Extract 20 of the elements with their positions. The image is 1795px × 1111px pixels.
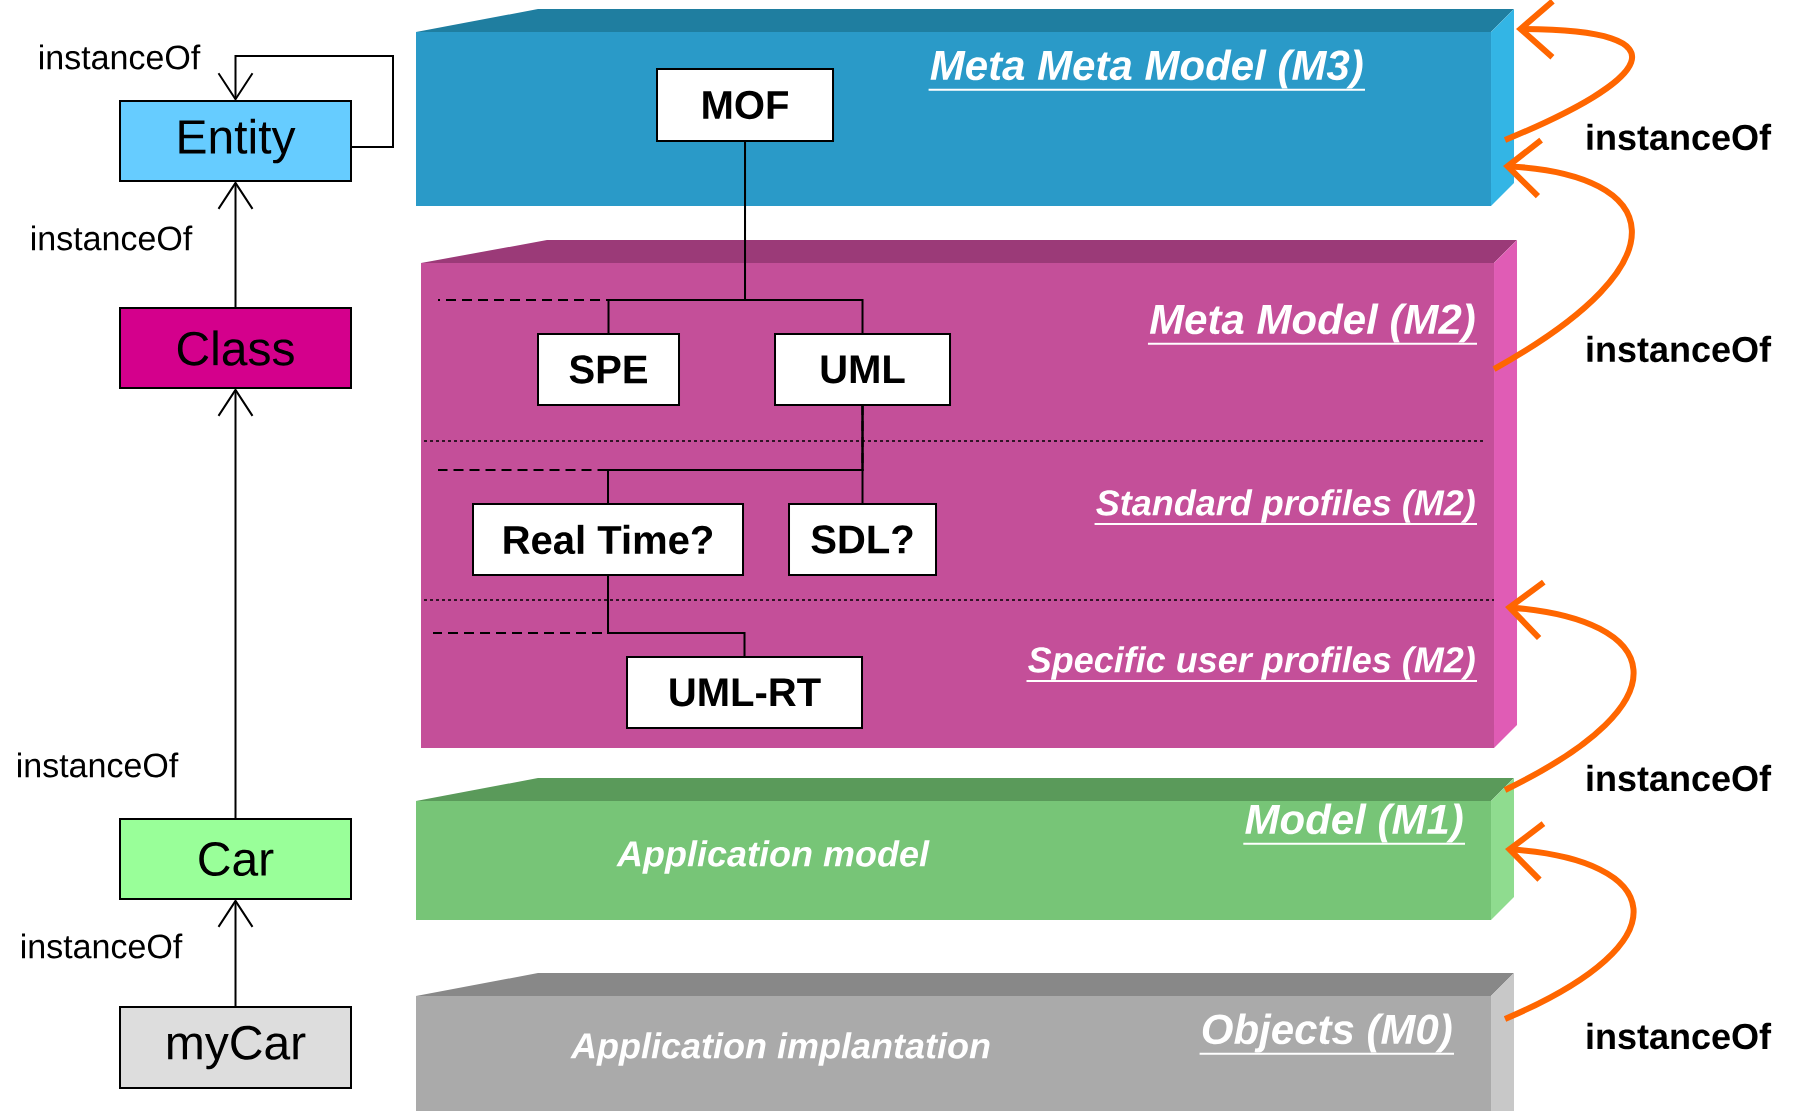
- edge-label: instanceOf: [1583, 762, 1774, 794]
- edge-label: instanceOf: [1583, 1020, 1774, 1052]
- edge-label: instanceOf: [1583, 121, 1774, 153]
- edge-label: instanceOf: [1583, 333, 1774, 365]
- class-box: myCar: [119, 1006, 352, 1089]
- class-box: Entity: [119, 100, 352, 182]
- arrow: [217, 388, 254, 820]
- class-box: Car: [119, 818, 352, 900]
- arrow: [217, 181, 254, 309]
- curved-arrow: [1503, 579, 1637, 793]
- curved-arrow: [1492, 137, 1635, 372]
- arrow: [217, 899, 254, 1008]
- curved-arrow: [1503, 821, 1637, 1022]
- edge-label: instanceOf: [27, 223, 195, 253]
- edge-label: instanceOf: [13, 750, 181, 780]
- curved-arrow: [1503, 0, 1635, 143]
- edge-label: instanceOf: [35, 42, 203, 72]
- edge-label: instanceOf: [17, 931, 185, 961]
- arrow: [217, 55, 394, 148]
- class-box: Class: [119, 307, 352, 389]
